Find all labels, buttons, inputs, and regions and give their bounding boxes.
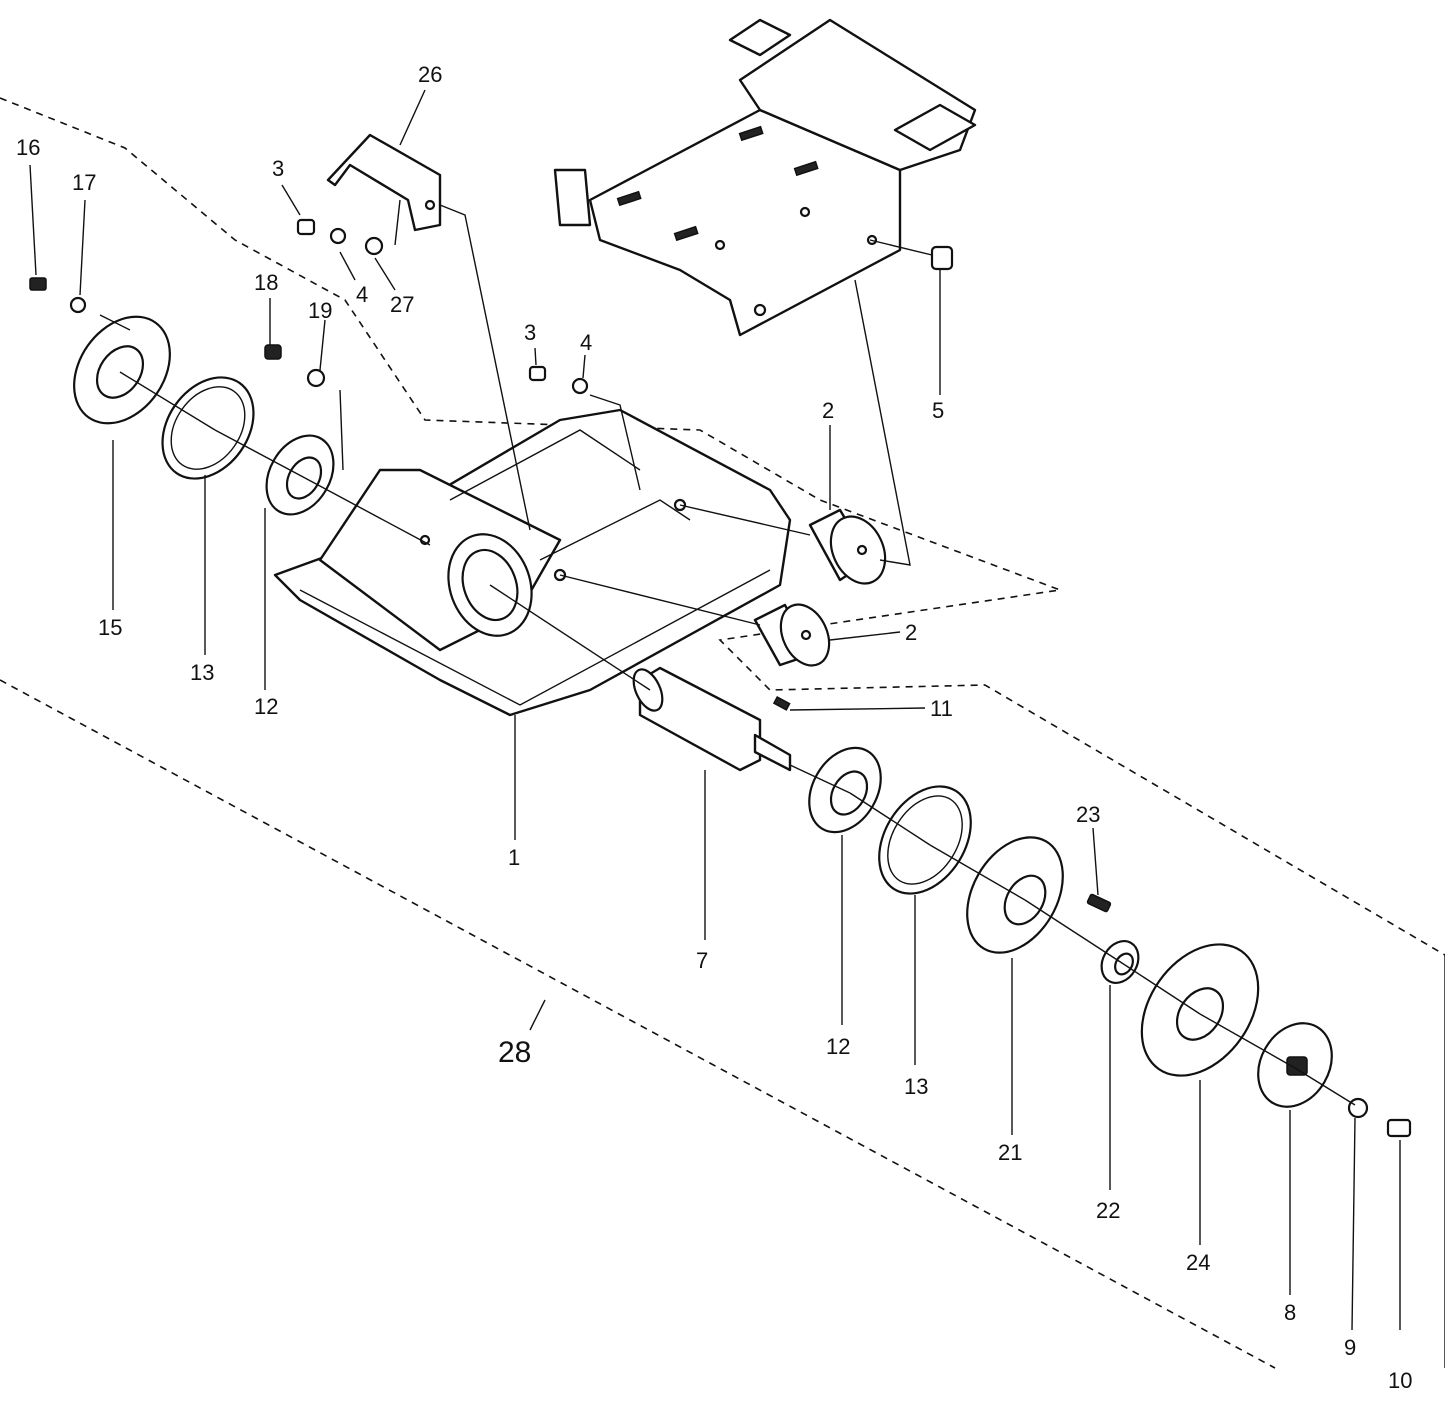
label-part-8: 8 [1284, 1300, 1296, 1325]
label-part-12-right: 12 [826, 1034, 850, 1059]
label-part-3-upper: 3 [272, 156, 284, 181]
clutch-housing-21 [966, 836, 1112, 954]
label-part-1: 1 [508, 845, 520, 870]
upper-frame [553, 18, 977, 337]
clutch-8 [1257, 1022, 1333, 1108]
label-part-3-lower: 3 [524, 320, 536, 345]
label-part-22: 22 [1096, 1198, 1120, 1223]
label-part-19: 19 [308, 298, 332, 323]
label-part-18: 18 [254, 270, 278, 295]
rubber-mount-2-lower [753, 603, 831, 667]
label-part-28: 28 [498, 1036, 531, 1069]
fasteners-right [1347, 1097, 1412, 1138]
gasket-13-right [878, 785, 972, 895]
label-part-17: 17 [72, 170, 96, 195]
label-part-9: 9 [1344, 1335, 1356, 1360]
bracket-26 [326, 133, 442, 246]
label-part-15: 15 [98, 615, 122, 640]
label-part-27: 27 [390, 292, 414, 317]
label-part-7: 7 [696, 948, 708, 973]
label-part-11: 11 [930, 696, 953, 721]
label-part-4-lower: 4 [580, 330, 592, 355]
label-part-2-upper: 2 [822, 398, 834, 423]
label-part-10: 10 [1388, 1368, 1412, 1393]
label-part-5: 5 [932, 398, 944, 423]
label-part-2-lower: 2 [905, 620, 917, 645]
fasteners-left [29, 218, 954, 395]
label-part-21: 21 [998, 1140, 1022, 1165]
label-part-13-left: 13 [190, 660, 214, 685]
label-part-24: 24 [1186, 1250, 1210, 1275]
leader-lines [29, 89, 1401, 1331]
base-plate-1 [273, 408, 792, 717]
label-part-13-right: 13 [904, 1074, 928, 1099]
part-labels: 16 17 15 13 12 18 19 3 4 27 26 3 4 2 5 2… [16, 62, 1412, 1393]
label-part-12-left: 12 [254, 694, 278, 719]
assembly-28-boundary [0, 97, 1445, 1369]
label-part-23: 23 [1076, 802, 1100, 827]
label-part-4-upper: 4 [356, 282, 368, 307]
rubber-mount-2-upper [808, 508, 887, 585]
label-part-16: 16 [16, 135, 40, 160]
eccentric-shaft-7 [632, 666, 792, 772]
label-part-26: 26 [418, 62, 442, 87]
